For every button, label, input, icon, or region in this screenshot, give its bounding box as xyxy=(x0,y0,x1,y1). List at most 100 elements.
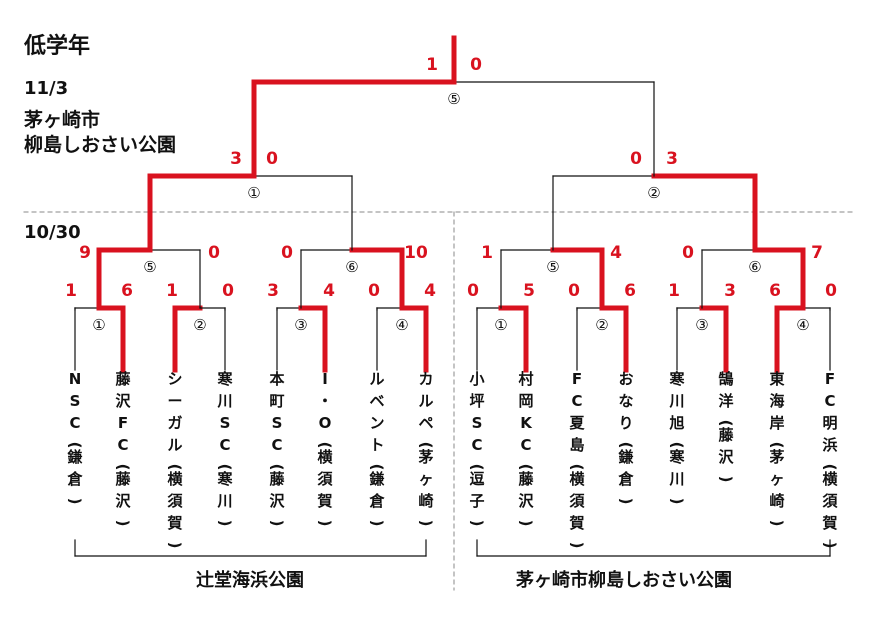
team-name-13-glyph-3: 藤 xyxy=(718,426,734,444)
team-name-10-glyph-4: ( xyxy=(568,464,586,471)
team-name-2-glyph-0: シ xyxy=(167,370,182,388)
team-name-10-glyph-3: 島 xyxy=(569,436,584,454)
team-name-12-glyph-3: ( xyxy=(668,442,686,449)
team-name-6-glyph-4: ( xyxy=(368,464,386,471)
team-name-1-glyph-4: ( xyxy=(114,464,132,471)
team-name-15-glyph-4: ( xyxy=(821,464,839,471)
team-name-14-glyph-2: 岸 xyxy=(769,414,784,432)
team-name-11-glyph-1: な xyxy=(618,392,633,410)
team-name-2-glyph-1: ー xyxy=(167,392,182,410)
match-label-RS: ② xyxy=(647,184,660,202)
score-R1-b: 5 xyxy=(523,281,535,301)
score-L3-b: 4 xyxy=(323,281,335,301)
team-name-8-glyph-5: 逗 xyxy=(469,470,484,488)
team-name-7-glyph-6: 崎 xyxy=(418,492,433,510)
team-name-2-glyph-3: ル xyxy=(167,436,182,454)
team-name-8-glyph-7: ) xyxy=(468,520,486,527)
team-name-3-glyph-0: 寒 xyxy=(217,370,233,388)
team-name-8-glyph-3: C xyxy=(471,436,482,454)
team-name-14-glyph-1: 海 xyxy=(769,392,784,410)
team-name-0-glyph-6: ) xyxy=(66,498,84,505)
team-name-6-glyph-3: ト xyxy=(369,436,384,454)
team-name-12-glyph-1: 川 xyxy=(668,392,684,410)
match-label-LS: ① xyxy=(247,184,260,202)
team-name-4-glyph-2: S xyxy=(272,414,283,432)
team-name-11-glyph-3: ( xyxy=(617,442,635,449)
team-name-12-glyph-6: ) xyxy=(668,498,686,505)
team-name-1-glyph-3: C xyxy=(117,436,128,454)
team-name-11-glyph-2: り xyxy=(618,414,633,432)
team-name-11-glyph-0: お xyxy=(618,370,633,388)
team-name-13-glyph-4: 沢 xyxy=(718,448,734,466)
team-name-2-glyph-4: ( xyxy=(166,464,184,471)
final-venue-line2: 柳島しおさい公園 xyxy=(24,134,177,156)
team-name-3-glyph-4: ( xyxy=(216,464,234,471)
score-L6-b: 10 xyxy=(404,243,428,263)
team-name-15-glyph-3: 浜 xyxy=(822,436,837,454)
team-name-6-glyph-0: ル xyxy=(369,370,384,388)
team-name-10-glyph-0: F xyxy=(572,370,582,388)
team-name-15-glyph-5: 横 xyxy=(822,470,838,488)
team-name-7-glyph-0: カ xyxy=(418,370,433,388)
team-name-9-glyph-5: 藤 xyxy=(518,470,534,488)
score-R3-a: 1 xyxy=(668,281,680,301)
match-label-R1: ① xyxy=(494,316,507,334)
team-name-4-glyph-4: ( xyxy=(268,464,286,471)
match-label-R4: ④ xyxy=(796,316,809,334)
team-name-0-glyph-0: N xyxy=(69,370,82,388)
team-name-5-glyph-6: 賀 xyxy=(316,492,332,510)
team-name-5-glyph-0: I xyxy=(322,370,328,388)
score-L5-b: 0 xyxy=(208,243,220,263)
match-label-L2: ② xyxy=(193,316,206,334)
team-name-6-glyph-7: ) xyxy=(368,520,386,527)
match-label-R6: ⑥ xyxy=(748,258,761,276)
score-R2-a: 0 xyxy=(568,281,580,301)
score-L2-a: 1 xyxy=(166,281,178,301)
team-name-10-glyph-5: 横 xyxy=(569,470,585,488)
team-name-9-glyph-1: 岡 xyxy=(518,392,533,410)
team-name-1-glyph-1: 沢 xyxy=(115,392,131,410)
match-label-R2: ② xyxy=(595,316,608,334)
score-L6-a: 0 xyxy=(281,243,293,263)
team-name-9-glyph-4: ( xyxy=(517,464,535,471)
team-name-14-glyph-6: 崎 xyxy=(769,492,784,510)
team-name-5-glyph-2: O xyxy=(319,414,332,432)
score-F-a: 1 xyxy=(426,55,438,75)
team-name-1-glyph-0: 藤 xyxy=(115,370,131,388)
team-name-11-glyph-5: 倉 xyxy=(617,470,634,488)
team-name-7-glyph-7: ) xyxy=(417,520,435,527)
team-name-6-glyph-5: 鎌 xyxy=(368,470,384,488)
team-name-5-glyph-7: ) xyxy=(316,520,334,527)
team-name-14-glyph-5: ヶ xyxy=(769,470,784,488)
team-name-1-glyph-2: F xyxy=(118,414,128,432)
team-name-10-glyph-7: 賀 xyxy=(568,514,584,532)
team-name-8-glyph-0: 小 xyxy=(469,370,484,388)
team-name-7-glyph-4: 茅 xyxy=(418,448,433,466)
match-label-R5: ⑤ xyxy=(546,258,559,276)
team-name-13-glyph-0: 鵠 xyxy=(718,370,733,388)
team-name-15-glyph-0: F xyxy=(825,370,835,388)
team-name-12-glyph-2: 旭 xyxy=(668,414,684,432)
team-name-14-glyph-4: 茅 xyxy=(769,448,784,466)
match-label-F: ⑤ xyxy=(447,90,460,108)
team-name-11-glyph-6: ) xyxy=(617,498,635,505)
team-name-10-glyph-2: 夏 xyxy=(568,414,585,432)
team-name-2-glyph-5: 横 xyxy=(167,470,183,488)
team-name-4-glyph-5: 藤 xyxy=(269,470,285,488)
team-name-3-glyph-6: 川 xyxy=(216,492,232,510)
team-name-0-glyph-1: S xyxy=(70,392,81,410)
match-label-L3: ③ xyxy=(294,316,307,334)
score-L3-a: 3 xyxy=(267,281,279,301)
match-label-L5: ⑤ xyxy=(143,258,156,276)
score-R2-b: 6 xyxy=(624,281,636,301)
team-name-13-glyph-1: 洋 xyxy=(718,392,733,410)
team-name-7-glyph-1: ル xyxy=(418,392,433,410)
team-name-8-glyph-4: ( xyxy=(468,464,486,471)
score-LS-a: 3 xyxy=(230,149,242,169)
team-name-4-glyph-7: ) xyxy=(268,520,286,527)
team-name-15-glyph-7: 賀 xyxy=(821,514,837,532)
team-name-5-glyph-3: ( xyxy=(316,442,334,449)
team-name-4-glyph-6: 沢 xyxy=(269,492,285,510)
team-name-2-glyph-7: 賀 xyxy=(166,514,182,532)
